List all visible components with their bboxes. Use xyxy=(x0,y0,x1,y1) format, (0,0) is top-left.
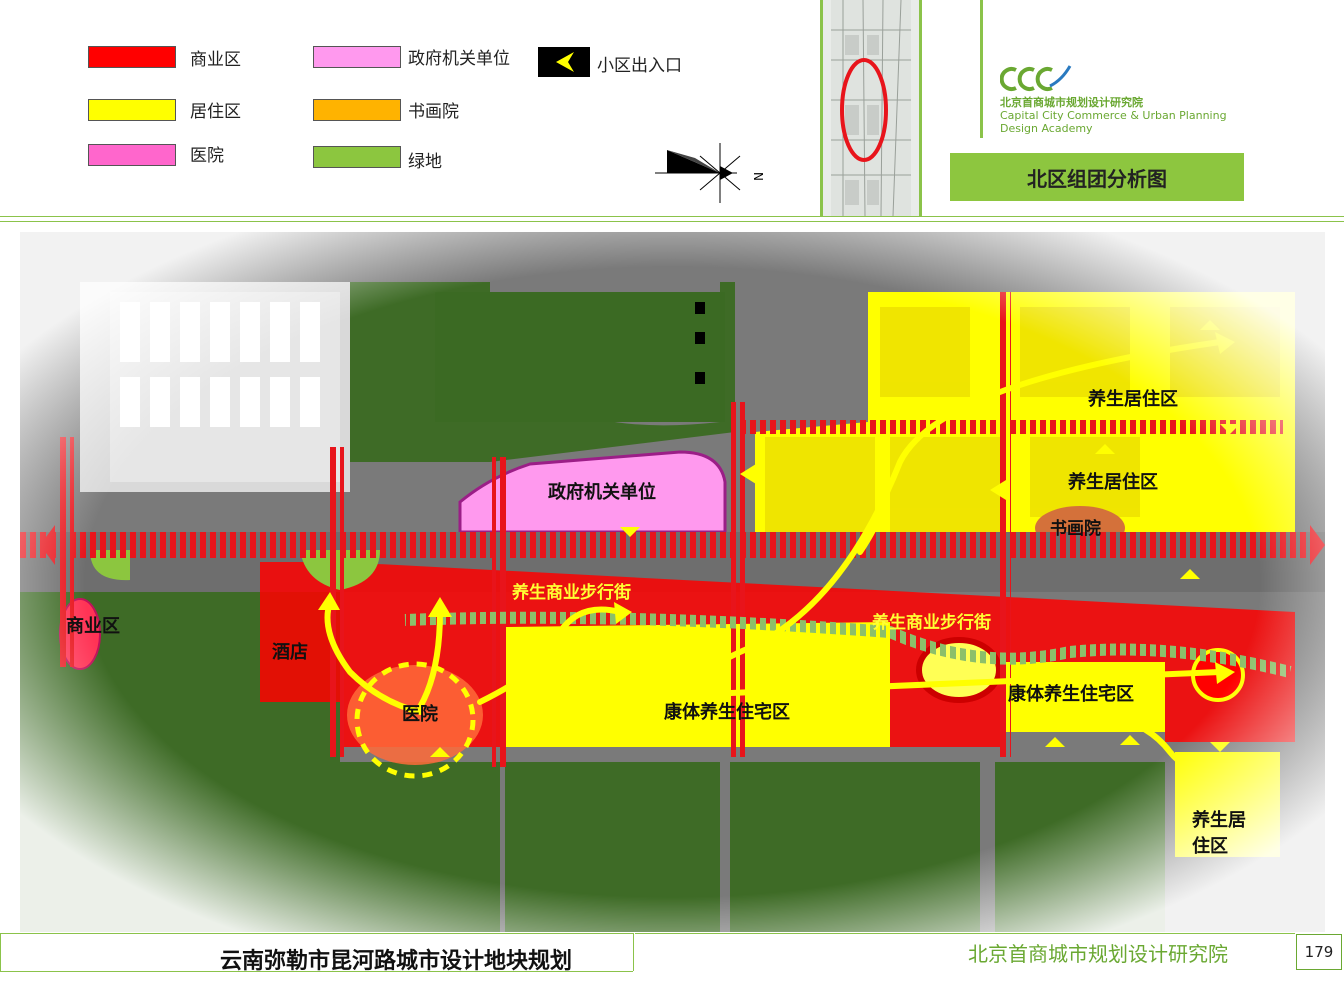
legend-swatch-entrance xyxy=(538,47,590,77)
label-government: 政府机关单位 xyxy=(548,482,656,503)
label-residential-se-2: 住区 xyxy=(1192,836,1228,857)
legend-label-residential: 居住区 xyxy=(190,102,241,122)
label-commercial-west: 商业区 xyxy=(66,616,120,637)
page-number: 179 xyxy=(1296,934,1342,970)
entrance-arrow-icon xyxy=(556,52,574,72)
site-map-canvas xyxy=(20,232,1325,932)
legend-swatch-residential xyxy=(88,99,176,121)
label-walk-street-1: 养生商业步行街 xyxy=(512,583,631,603)
label-kangti-1: 康体养生住宅区 xyxy=(664,702,790,723)
logo-en-1: Capital City Commerce & Urban Planning xyxy=(1000,109,1227,122)
site-map: 商业区 政府机关单位 酒店 医院 养生居住区 养生居住区 书画院 康体养生住宅区… xyxy=(20,232,1325,932)
legend-swatch-calligraphy xyxy=(313,99,401,121)
label-kangti-2: 康体养生住宅区 xyxy=(1008,684,1134,705)
north-arrow-icon: N xyxy=(655,143,765,203)
legend-swatch-government xyxy=(313,46,401,68)
key-map xyxy=(820,0,922,217)
label-residential-ne2: 养生居住区 xyxy=(1068,472,1158,493)
legend-label-hospital: 医院 xyxy=(190,146,224,166)
legend-label-government: 政府机关单位 xyxy=(408,49,510,69)
legend-label-greenland: 绿地 xyxy=(408,152,442,172)
institute-logo-icon xyxy=(1000,65,1072,91)
label-walk-street-2: 养生商业步行街 xyxy=(872,613,991,633)
legend-label-entrance: 小区出入口 xyxy=(597,56,682,76)
sheet-title: 北区组团分析图 xyxy=(950,153,1244,201)
legend-label-commercial: 商业区 xyxy=(190,50,241,70)
legend-swatch-commercial xyxy=(88,46,176,68)
legend-swatch-hospital xyxy=(88,144,176,166)
north-label: N xyxy=(751,172,765,181)
label-hotel: 酒店 xyxy=(272,642,308,663)
legend-swatch-greenland xyxy=(313,146,401,168)
legend-label-calligraphy: 书画院 xyxy=(408,102,459,122)
label-hospital: 医院 xyxy=(402,704,438,725)
label-calligraphy: 书画院 xyxy=(1050,519,1101,539)
logo-en-2: Design Academy xyxy=(1000,122,1093,135)
logo-cn: 北京首商城市规划设计研究院 xyxy=(1000,96,1143,109)
footer-institute: 北京首商城市规划设计研究院 xyxy=(968,942,1228,966)
project-title: 云南弥勒市昆河路城市设计地块规划 xyxy=(220,948,573,974)
label-residential-ne1: 养生居住区 xyxy=(1088,389,1178,410)
label-residential-se-1: 养生居 xyxy=(1192,810,1246,831)
